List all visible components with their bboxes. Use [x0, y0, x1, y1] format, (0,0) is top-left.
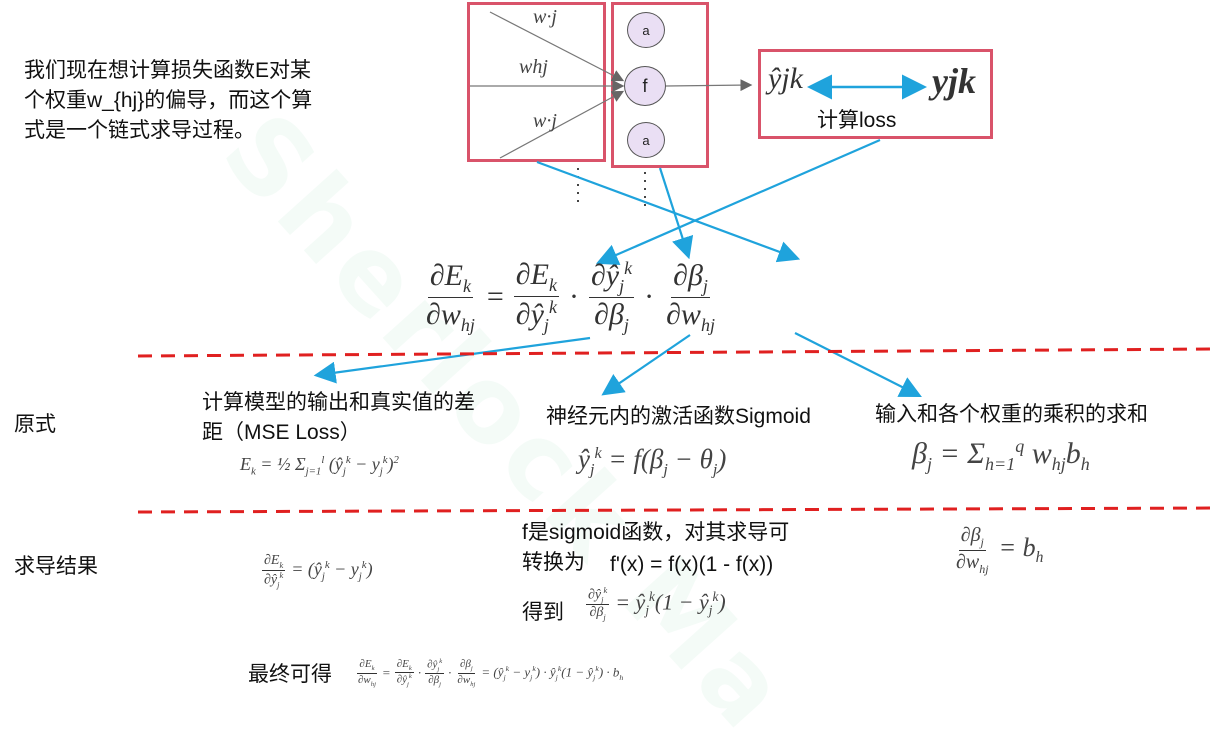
separator-top	[137, 347, 1216, 358]
main-equation: ∂Ek∂whj = ∂Ek∂ŷjk · ∂ŷjk∂βj · ∂βj∂whj	[426, 258, 715, 335]
col2-note-formula: f'(x) = f(x)(1 - f(x))	[610, 553, 774, 576]
arrow-term2-to-desc	[601, 334, 691, 396]
col2-result-label: 得到	[522, 601, 564, 624]
output-box	[758, 49, 993, 139]
loss-label: 计算loss	[817, 109, 897, 132]
arrow-loss-to-term1	[595, 138, 881, 266]
col2-derivative: ∂ŷjk∂βj = ŷjk(1 − ŷjk)	[586, 586, 726, 623]
arrow-term3-to-desc	[794, 332, 922, 397]
arrow-input-to-term3	[536, 160, 801, 263]
input-line-top	[489, 11, 625, 82]
f-output-line	[665, 79, 753, 92]
col1-desc-line2: 距（MSE Loss）	[202, 421, 361, 444]
output-y-true: yjk	[932, 61, 976, 101]
col1-desc-line1: 计算模型的输出和真实值的差	[202, 391, 475, 414]
row-label-derivative: 求导结果	[14, 555, 98, 578]
weight-label-top: w·j	[533, 6, 557, 28]
col1-formula: Ek = ½ Σj=1l (ŷjk − yjk)2	[240, 454, 399, 478]
col2-desc: 神经元内的激活函数Sigmoid	[546, 405, 811, 428]
output-y-hat: ŷjk	[768, 62, 803, 95]
row-label-original: 原式	[14, 413, 56, 436]
weight-label-bot: w·j	[533, 110, 557, 132]
input-weights-box	[467, 2, 606, 162]
col1-derivative: ∂Ek∂ŷjk = (ŷjk − yjk)	[262, 553, 373, 590]
neuron-f: f	[624, 66, 666, 106]
final-formula: ∂Ek∂whj = ∂Ek∂ŷjk · ∂ŷjk∂βj · ∂βj∂whj = …	[357, 658, 624, 689]
row-label-final: 最终可得	[248, 663, 332, 686]
neuron-a-bottom: a	[627, 122, 665, 158]
input-line-bot	[499, 90, 625, 159]
col3-formula: βj = Σh=1q whjbh	[912, 436, 1090, 474]
intro-line-3: 式是一个链式求导过程。	[24, 119, 255, 142]
intro-line-1: 我们现在想计算损失函数E对某	[24, 59, 312, 82]
col2-formula: ŷjk = f(βj − θj)	[578, 444, 727, 479]
diagram-lines	[137, 11, 1216, 514]
weight-label-mid: whj	[519, 56, 548, 78]
col2-note-line1: f是sigmoid函数，对其求导可	[522, 521, 790, 544]
col3-derivative: ∂βj∂whj = bh	[956, 524, 1044, 576]
neuron-a-top: a	[627, 12, 665, 48]
col3-desc: 输入和各个权重的乘积的求和	[875, 403, 1148, 426]
separator-bottom	[137, 506, 1216, 514]
arrow-term1-to-desc	[313, 336, 591, 384]
col2-note-line2: 转换为	[522, 551, 585, 574]
intro-line-2: 个权重w_{hj}的偏导，而这个算	[24, 89, 313, 112]
arrow-neuron-to-term2	[658, 167, 694, 260]
